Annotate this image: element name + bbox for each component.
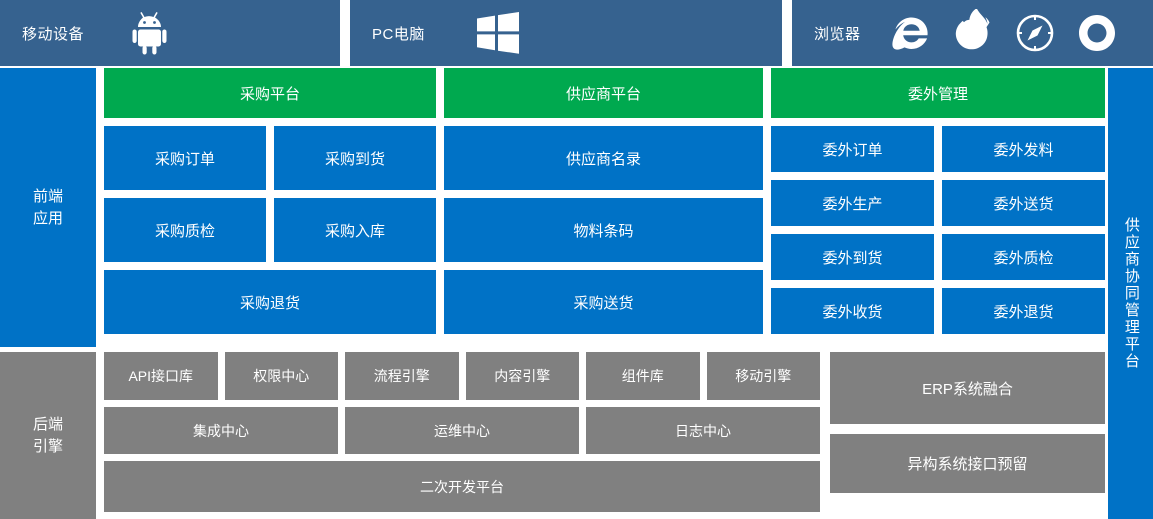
device-channel-bar: 移动设备: [0, 0, 1153, 66]
sidebar-backend-label: 后端 引擎: [0, 352, 96, 519]
backend-right-stack: ERP系统融合 异构系统接口预留: [830, 352, 1105, 519]
module-erp-integration[interactable]: ERP系统融合: [830, 352, 1105, 424]
module-supplier-directory[interactable]: 供应商名录: [444, 126, 763, 190]
backend-band: 后端 引擎 API接口库 权限中心 流程引擎 内容引擎 组件库 移动引擎 集成中…: [0, 352, 1153, 519]
column-outsourcing-management: 委外管理 委外订单 委外发料 委外生产 委外送货 委外到货 委外质检 委外收货 …: [771, 68, 1105, 347]
backend-row-2: 集成中心 运维中心 日志中心: [104, 407, 820, 454]
module-secondary-development-platform[interactable]: 二次开发平台: [104, 461, 820, 512]
module-outsourcing-issue[interactable]: 委外发料: [942, 126, 1105, 172]
module-operations-center[interactable]: 运维中心: [345, 407, 579, 454]
module-mobile-engine[interactable]: 移动引擎: [706, 352, 820, 400]
module-content-engine[interactable]: 内容引擎: [465, 352, 579, 400]
supplier-row-3: 采购送货: [444, 270, 763, 334]
backend-modules: API接口库 权限中心 流程引擎 内容引擎 组件库 移动引擎 集成中心 运维中心…: [104, 352, 1105, 519]
android-icon: [132, 11, 172, 55]
module-purchase-delivery[interactable]: 采购送货: [444, 270, 763, 334]
module-outsourcing-inspection[interactable]: 委外质检: [942, 234, 1105, 280]
frontend-columns: 采购平台 采购订单 采购到货 采购质检 采购入库 采购退货 供应商平台 供应商名…: [104, 68, 1105, 347]
module-material-barcode[interactable]: 物料条码: [444, 198, 763, 262]
module-outsourcing-delivery[interactable]: 委外送货: [942, 180, 1105, 226]
outsourcing-row-3: 委外到货 委外质检: [771, 234, 1105, 280]
module-log-center[interactable]: 日志中心: [586, 407, 820, 454]
module-purchase-return[interactable]: 采购退货: [104, 270, 436, 334]
sidebar-platform-title-text: 供应商协同管理平台: [1122, 217, 1140, 370]
module-outsourcing-order[interactable]: 委外订单: [771, 126, 934, 172]
column-procurement-platform: 采购平台 采购订单 采购到货 采购质检 采购入库 采购退货: [104, 68, 436, 347]
channel-mobile-label: 移动设备: [22, 25, 85, 43]
backend-row-1: API接口库 权限中心 流程引擎 内容引擎 组件库 移动引擎: [104, 352, 820, 400]
channel-mobile-icons: [84, 11, 172, 55]
channel-pc-label: PC电脑: [372, 25, 425, 43]
module-purchase-warehousing[interactable]: 采购入库: [274, 198, 436, 262]
supplier-row-2: 物料条码: [444, 198, 763, 262]
procurement-row-1: 采购订单 采购到货: [104, 126, 436, 190]
sidebar-backend-line2: 引擎: [32, 437, 63, 455]
column-supplier-platform: 供应商平台 供应商名录 物料条码 采购送货: [444, 68, 763, 347]
safari-icon: [1011, 9, 1059, 57]
topbar-divider-1: [340, 0, 350, 66]
outsourcing-row-4: 委外收货 委外退货: [771, 288, 1105, 334]
module-heterogeneous-interface-reserve[interactable]: 异构系统接口预留: [830, 434, 1105, 493]
column-header-supplier-platform[interactable]: 供应商平台: [444, 68, 763, 118]
module-purchase-arrival[interactable]: 采购到货: [274, 126, 436, 190]
module-purchase-order[interactable]: 采购订单: [104, 126, 266, 190]
module-outsourcing-receiving[interactable]: 委外收货: [771, 288, 934, 334]
channel-pc-icons: [425, 10, 521, 56]
module-api-library[interactable]: API接口库: [104, 352, 218, 400]
sidebar-frontend-line1: 前端: [32, 187, 63, 205]
column-header-outsourcing-management[interactable]: 委外管理: [771, 68, 1105, 118]
backend-left-stack: API接口库 权限中心 流程引擎 内容引擎 组件库 移动引擎 集成中心 运维中心…: [104, 352, 820, 519]
topbar-divider-2: [782, 0, 792, 66]
module-component-library[interactable]: 组件库: [586, 352, 700, 400]
sidebar-platform-title: 供应商协同管理平台: [1108, 68, 1153, 519]
procurement-row-2: 采购质检 采购入库: [104, 198, 436, 262]
outsourcing-row-1: 委外订单 委外发料: [771, 126, 1105, 172]
procurement-row-3: 采购退货: [104, 270, 436, 334]
channel-pc[interactable]: PC电脑: [350, 0, 782, 66]
channel-browser-icons: [887, 9, 1121, 57]
column-header-procurement-platform[interactable]: 采购平台: [104, 68, 436, 118]
module-outsourcing-arrival[interactable]: 委外到货: [771, 234, 934, 280]
channel-browser[interactable]: 浏览器: [792, 0, 1153, 66]
supplier-row-1: 供应商名录: [444, 126, 763, 190]
channel-browser-label: 浏览器: [814, 25, 861, 43]
sidebar-frontend-label: 前端 应用: [0, 68, 96, 347]
module-integration-center[interactable]: 集成中心: [104, 407, 338, 454]
backend-row-3: 二次开发平台: [104, 461, 820, 512]
channel-mobile[interactable]: 移动设备: [0, 0, 340, 66]
module-purchase-inspection[interactable]: 采购质检: [104, 198, 266, 262]
module-workflow-engine[interactable]: 流程引擎: [345, 352, 459, 400]
internet-explorer-icon: [887, 9, 935, 57]
frontend-band: 前端 应用 采购平台 采购订单 采购到货 采购质检 采购入库 采购退货: [0, 68, 1153, 519]
outsourcing-row-2: 委外生产 委外送货: [771, 180, 1105, 226]
firefox-icon: [949, 9, 997, 57]
sidebar-frontend-line2: 应用: [32, 209, 63, 227]
sidebar-backend-line1: 后端: [32, 415, 63, 433]
module-outsourcing-return[interactable]: 委外退货: [942, 288, 1105, 334]
chrome-icon: [1073, 9, 1121, 57]
module-outsourcing-production[interactable]: 委外生产: [771, 180, 934, 226]
module-permission-center[interactable]: 权限中心: [224, 352, 338, 400]
windows-icon: [475, 10, 521, 56]
